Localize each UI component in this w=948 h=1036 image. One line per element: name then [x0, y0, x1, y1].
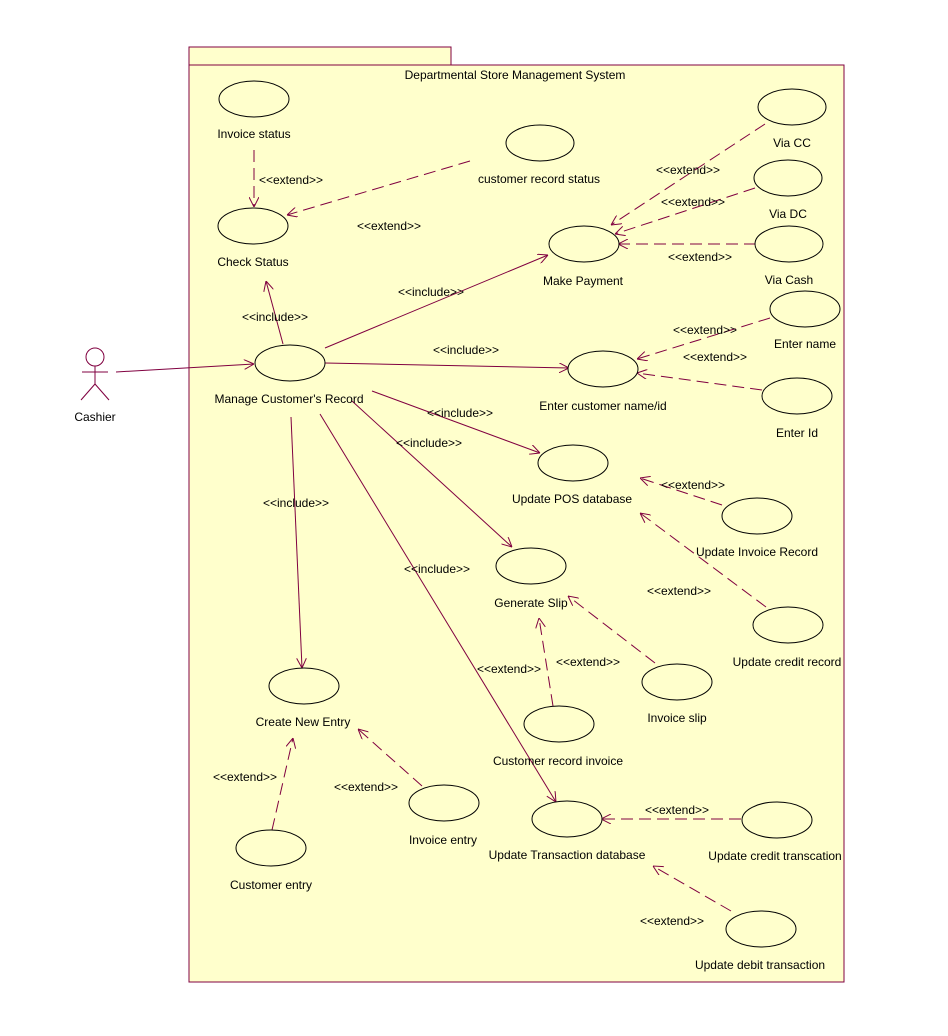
use-case-label: Enter Id [776, 426, 818, 440]
label-include: <<include>> [404, 562, 470, 576]
label-extend: <<extend>> [556, 655, 620, 669]
use-case-label: Update Invoice Record [696, 545, 818, 559]
use-case-label: Customer entry [230, 878, 312, 892]
extend-relations [254, 123, 771, 912]
use-case-label: Update debit transaction [695, 958, 825, 972]
label-extend: <<extend>> [334, 780, 398, 794]
label-extend: <<extend>> [661, 478, 725, 492]
label-extend: <<extend>> [640, 914, 704, 928]
use-case-customer-record-invoice[interactable]: Customer record invoice [493, 705, 623, 768]
use-case-label: Invoice entry [409, 833, 477, 847]
label-extend: <<extend>> [213, 770, 277, 784]
use-case-invoice-status[interactable]: Invoice status [217, 80, 291, 141]
actor-right-leg [94, 383, 110, 401]
extend-enter-name [637, 317, 771, 359]
label-extend: <<extend>> [668, 250, 732, 264]
use-case-update-transaction-database[interactable]: Update Transaction database [489, 800, 646, 862]
use-case-invoice-slip[interactable]: Invoice slip [641, 663, 713, 725]
use-case-label: Update credit transcation [708, 849, 841, 863]
use-case-via-cc[interactable]: Via CC [757, 88, 827, 150]
use-case-label: Enter customer name/id [539, 399, 666, 413]
actor-head [85, 347, 105, 367]
label-include: <<include>> [398, 285, 464, 299]
use-case-label: Update POS database [512, 492, 632, 506]
include-update-pos [371, 390, 540, 453]
use-case-customer-entry[interactable]: Customer entry [230, 829, 312, 892]
label-extend: <<extend>> [656, 163, 720, 177]
actor-cashier-label: Cashier [74, 410, 115, 424]
extend-update-invoice-record [640, 478, 723, 506]
extend-update-debit-transaction [653, 866, 732, 912]
extend-via-cc [611, 123, 766, 225]
label-extend: <<extend>> [661, 195, 725, 209]
extend-invoice-entry [358, 729, 423, 787]
include-relations [266, 255, 569, 802]
use-case-customer-record-status[interactable]: customer record status [478, 124, 600, 186]
extend-customer-entry [271, 738, 293, 831]
use-case-via-cash[interactable]: Via Cash [754, 225, 824, 287]
package-tab [188, 46, 452, 66]
use-case-label: Create New Entry [256, 715, 351, 729]
use-case-label: Check Status [217, 255, 288, 269]
include-generate-slip [351, 400, 512, 547]
extend-customer-record-invoice [539, 618, 554, 707]
extend-customer-record-status [287, 160, 471, 215]
use-case-label: Customer record invoice [493, 754, 623, 768]
label-include: <<include>> [427, 406, 493, 420]
use-case-update-credit-transaction[interactable]: Update credit transcation [708, 801, 842, 863]
label-extend: <<extend>> [647, 584, 711, 598]
use-case-create-new-entry[interactable]: Create New Entry [256, 667, 351, 729]
use-case-update-pos-database[interactable]: Update POS database [512, 444, 632, 506]
extend-invoice-slip [568, 596, 656, 664]
label-extend: <<extend>> [683, 350, 747, 364]
extend-update-credit-record [640, 513, 767, 608]
use-case-enter-name[interactable]: Enter name [769, 290, 841, 351]
extend-via-dc [615, 187, 756, 234]
include-make-payment [324, 255, 548, 349]
use-case-label: Invoice status [217, 127, 290, 141]
label-include: <<include>> [263, 496, 329, 510]
label-extend: <<extend>> [645, 803, 709, 817]
use-case-label: Invoice slip [647, 711, 707, 725]
use-case-make-payment[interactable]: Make Payment [543, 225, 624, 288]
extend-enter-id [637, 373, 763, 391]
use-case-label: Update Transaction database [489, 848, 646, 862]
use-case-check-status[interactable]: Check Status [217, 207, 289, 269]
actor-left-leg [80, 383, 96, 401]
use-case-label: customer record status [478, 172, 600, 186]
label-include: <<include>> [433, 343, 499, 357]
use-case-update-debit-transaction[interactable]: Update debit transaction [695, 910, 825, 972]
label-include: <<include>> [396, 436, 462, 450]
include-update-transaction [319, 413, 556, 802]
label-extend: <<extend>> [673, 323, 737, 337]
label-extend: <<extend>> [357, 219, 421, 233]
use-case-enter-customer-name-id[interactable]: Enter customer name/id [539, 350, 667, 413]
use-case-label: Enter name [774, 337, 836, 351]
use-case-label: Make Payment [543, 274, 624, 288]
use-case-label: Via DC [769, 207, 807, 221]
use-case-label: Via Cash [765, 273, 813, 287]
label-extend: <<extend>> [477, 662, 541, 676]
use-case-generate-slip[interactable]: Generate Slip [494, 547, 568, 610]
include-check-status [266, 281, 284, 345]
use-case-label: Manage Customer's Record [214, 392, 363, 406]
use-case-manage-customers-record[interactable]: Manage Customer's Record [214, 344, 364, 406]
use-case-update-invoice-record[interactable]: Update Invoice Record [696, 497, 818, 559]
use-case-via-dc[interactable]: Via DC [753, 159, 823, 221]
include-enter-customer [324, 362, 569, 368]
use-case-invoice-entry[interactable]: Invoice entry [408, 784, 480, 847]
label-extend: <<extend>> [259, 173, 323, 187]
stereotype-labels: <<include>> <<include>> <<include>> <<in… [213, 163, 747, 928]
actor-cashier[interactable]: Cashier [74, 347, 116, 424]
label-include: <<include>> [242, 310, 308, 324]
include-create-entry [290, 416, 302, 668]
use-case-label: Generate Slip [494, 596, 568, 610]
use-case-enter-id[interactable]: Enter Id [761, 377, 833, 440]
use-case-update-credit-record[interactable]: Update credit record [733, 606, 842, 669]
use-case-label: Via CC [773, 136, 811, 150]
system-title: Departmental Store Management System [405, 68, 626, 82]
use-case-label: Update credit record [733, 655, 842, 669]
association-cashier-manage [115, 364, 254, 373]
